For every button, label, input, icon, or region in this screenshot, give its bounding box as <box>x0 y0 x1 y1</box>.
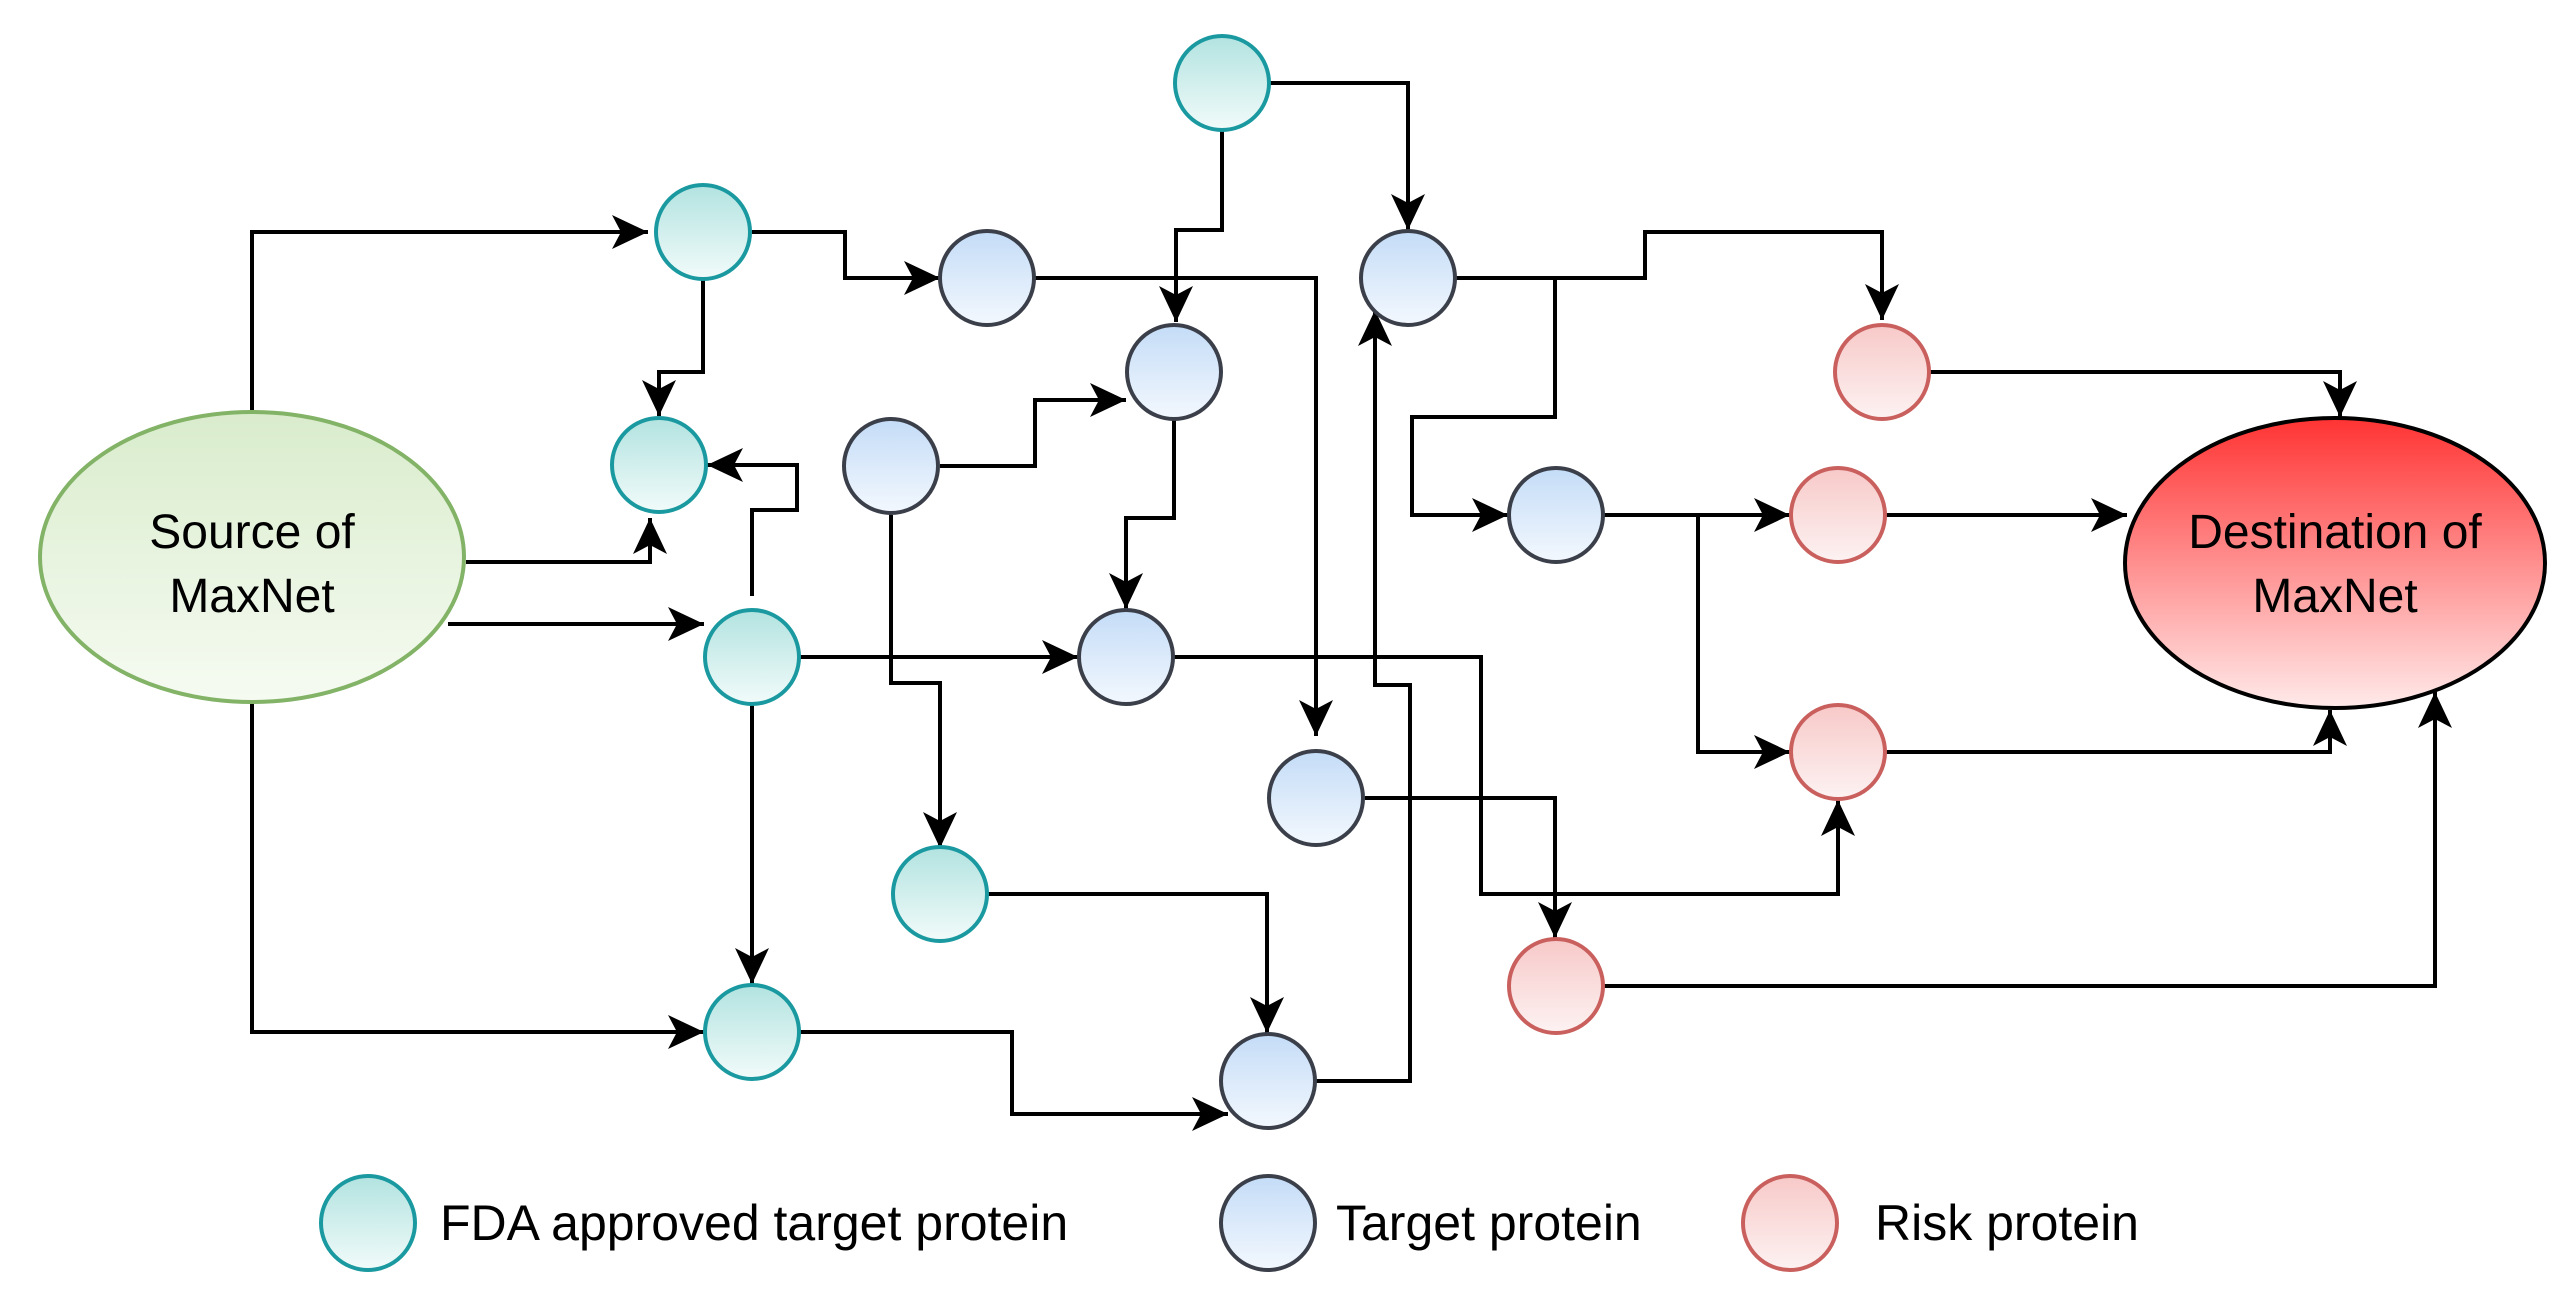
fda-protein-node <box>1173 34 1271 132</box>
edge-fda-top-to-target-6 <box>1270 81 1425 230</box>
risk-protein-node <box>1507 937 1605 1035</box>
edge-risk-4-to-destination <box>1604 692 2452 988</box>
edge-source-to-fda-1 <box>250 215 648 412</box>
edge-target-7-to-risk-3 <box>1696 515 1790 769</box>
legend-item-target: Target protein <box>1219 1174 1642 1272</box>
edge-target-2-to-target-4 <box>1109 420 1176 609</box>
destination-label-line2: MaxNet <box>2252 570 2417 623</box>
edges <box>250 81 2452 1131</box>
legend-swatch-risk <box>1741 1174 1839 1272</box>
legend: FDA approved target protein Target prote… <box>319 1174 2139 1272</box>
edge-target-6-to-risk-1 <box>1456 230 1899 320</box>
target-protein-node <box>1125 323 1223 421</box>
legend-swatch-target <box>1219 1174 1317 1272</box>
edge-source-to-fda-3 <box>466 518 667 564</box>
target-protein-node <box>1267 749 1365 847</box>
legend-label-risk: Risk protein <box>1875 1195 2139 1251</box>
target-protein-node <box>842 417 940 515</box>
risk-protein-node <box>1789 466 1887 564</box>
risk-protein-node <box>1833 323 1931 421</box>
source-node: Source of MaxNet <box>38 410 466 704</box>
edge-target-4-to-risk-3 <box>1174 655 1855 896</box>
legend-item-risk: Risk protein <box>1741 1174 2139 1272</box>
edge-target-3-to-target-2 <box>940 383 1126 468</box>
edge-risk-3-to-destination <box>1885 710 2347 754</box>
destination-label-line1: Destination of <box>2188 506 2482 559</box>
nodes: Source of MaxNet Destination of MaxNet <box>38 34 2547 1130</box>
edge-target-8-to-target-6 <box>1316 310 1412 1083</box>
edge-fda-top-to-target-2 <box>1159 130 1224 322</box>
edge-target-1-to-target-5 <box>1035 276 1333 736</box>
edge-fda-1-to-fda-3 <box>642 280 705 416</box>
target-protein-node <box>1077 608 1175 706</box>
legend-label-fda: FDA approved target protein <box>440 1195 1068 1251</box>
source-label-line1: Source of <box>149 506 355 559</box>
destination-node: Destination of MaxNet <box>2123 416 2547 710</box>
edge-fda-4-to-fda-3 <box>707 448 799 596</box>
edge-target-3-to-fda-2 <box>889 515 957 848</box>
edge-fda-5-to-target-8 <box>800 1030 1228 1131</box>
edge-fda-2-to-target-8 <box>987 892 1284 1033</box>
fda-protein-node <box>703 983 801 1081</box>
fda-protein-node <box>703 608 801 706</box>
risk-protein-node <box>1789 703 1887 801</box>
fda-protein-node <box>891 845 989 943</box>
fda-protein-node <box>654 183 752 281</box>
legend-item-fda: FDA approved target protein <box>319 1174 1068 1272</box>
legend-label-target: Target protein <box>1336 1195 1642 1251</box>
target-protein-node <box>938 229 1036 327</box>
target-protein-node <box>1359 229 1457 327</box>
fda-protein-node <box>610 416 708 514</box>
target-protein-node <box>1507 466 1605 564</box>
edge-target-5-to-risk-4 <box>1365 796 1572 938</box>
edge-target-6-to-target-7 <box>1410 278 1557 532</box>
edge-risk-1-to-destination <box>1930 370 2357 417</box>
edge-source-to-fda-5 <box>250 702 704 1049</box>
legend-swatch-fda <box>319 1174 417 1272</box>
source-label-line2: MaxNet <box>169 570 334 623</box>
target-protein-node <box>1219 1032 1317 1130</box>
edge-fda-1-to-target-1 <box>752 230 940 295</box>
